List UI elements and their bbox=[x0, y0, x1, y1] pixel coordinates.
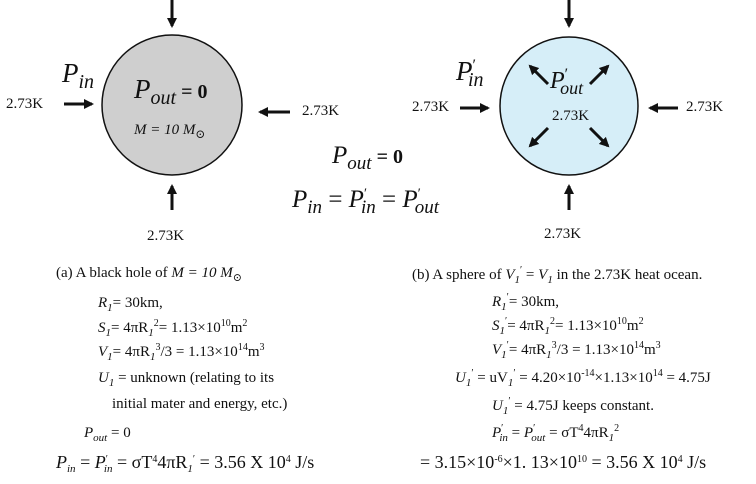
a-line-s1: S1= 4πR12= 1.13×1010m2 bbox=[98, 318, 248, 339]
right-p-out-label: P′out bbox=[550, 66, 584, 98]
middle-p-out-eq: Pout = 0 bbox=[332, 142, 403, 174]
a-line-v1: V1= 4πR13/3 = 1.13×1014m3 bbox=[98, 342, 265, 363]
left-p-out-label: Pout = 0 bbox=[134, 74, 208, 109]
arrow-out-icon bbox=[588, 126, 610, 148]
b-line-u1: U1′ = uV1′ = 4.20×10-14×1.13×1014 = 4.75… bbox=[455, 368, 711, 389]
a-line-u1: U1 = unknown (relating to its bbox=[98, 370, 275, 389]
right-temp-bottom: 2.73K bbox=[544, 226, 582, 242]
black-hole-circle bbox=[101, 34, 243, 176]
middle-p-balance-eq: Pin = P′in = P′out bbox=[292, 186, 440, 218]
sphere-circle bbox=[499, 36, 639, 176]
a-line-u1-cont: initial mater and energy, etc.) bbox=[112, 396, 288, 412]
b-line-v1: V1′= 4πR13/3 = 1.13×1014m3 bbox=[492, 340, 661, 361]
caption-b: (b) A sphere of V1′ = V1 in the 2.73K he… bbox=[412, 265, 703, 286]
caption-a: (a) A black hole of M = 10 M⊙ bbox=[56, 265, 242, 284]
right-inner-temp: 2.73K bbox=[552, 108, 590, 124]
left-temp-bottom: 2.73K bbox=[147, 228, 185, 244]
b-line-r1: R1′= 30km, bbox=[492, 292, 559, 313]
b-line-u1-const: U1′ = 4.75J keeps constant. bbox=[492, 396, 654, 417]
arrow-out-icon bbox=[528, 64, 550, 86]
a-line-r1: R1= 30km, bbox=[98, 295, 163, 314]
right-p-in-label: P′in bbox=[456, 56, 484, 91]
arrow-out-icon bbox=[588, 64, 610, 86]
left-temp-left: 2.73K bbox=[6, 96, 44, 112]
a-line-pin: Pin = P′in = σT44πR1′ = 3.56 X 104 J/s bbox=[56, 452, 315, 475]
left-temp-right: 2.73K bbox=[302, 103, 340, 119]
left-mass-label: M = 10 M⊙ bbox=[134, 122, 206, 141]
arrow-out-icon bbox=[528, 126, 550, 148]
b-line-final: = 3.15×10-6×1. 13×1010 = 3.56 X 104 J/s bbox=[420, 452, 707, 472]
b-line-pin: P′in = P′out = σT44πR12 bbox=[492, 423, 620, 444]
a-line-pout: Pout = 0 bbox=[84, 425, 131, 444]
right-temp-left: 2.73K bbox=[412, 99, 450, 115]
right-temp-right: 2.73K bbox=[686, 99, 724, 115]
left-p-in-label: Pin bbox=[62, 58, 95, 93]
b-line-s1: S1′= 4πR12= 1.13×1010m2 bbox=[492, 316, 644, 337]
